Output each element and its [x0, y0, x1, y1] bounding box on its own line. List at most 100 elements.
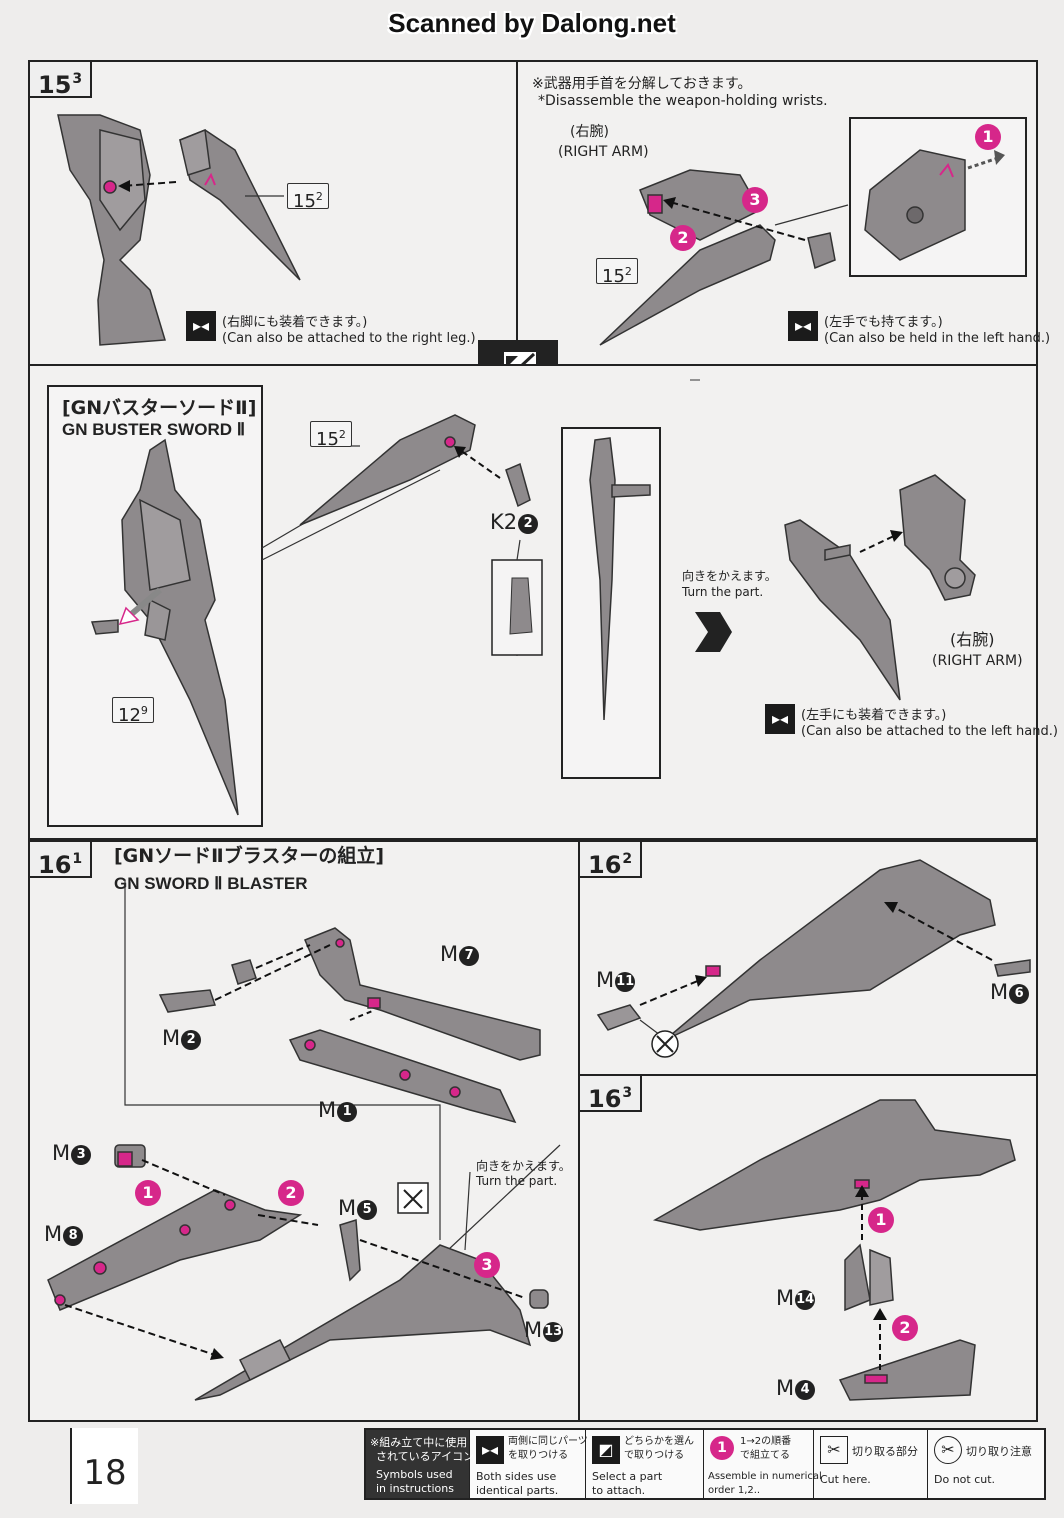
blaster-upper-illustration	[158, 927, 541, 1124]
blaster-assembled-illustration	[596, 859, 1031, 1041]
step-number-16-2: 162	[580, 842, 643, 879]
part-number: 2	[181, 1030, 202, 1050]
k2-part	[505, 462, 531, 508]
legend-both-en-1: Both sides use	[476, 1470, 557, 1483]
sword-with-arm-illustration	[784, 474, 976, 701]
part-number: 7	[459, 946, 480, 966]
order-badge-3: 3	[474, 1252, 500, 1278]
legend-intro: ※組み立て中に使用 されているアイコン Symbols used in inst…	[366, 1430, 474, 1498]
part-number: 1	[337, 1102, 358, 1122]
part-letter: M	[52, 1141, 71, 1165]
part-letter: M	[776, 1376, 795, 1400]
part-number: 11	[615, 972, 636, 992]
turn-part-jp-16-1: 向きをかえます。	[476, 1159, 571, 1173]
cut-here-icon: ✂	[820, 1436, 848, 1464]
blaster-title-en: GN SWORD Ⅱ BLASTER	[114, 874, 308, 893]
ref-main: 15	[316, 429, 339, 450]
step-number-16-1: 161	[30, 842, 93, 879]
note-left-hand-en: (Can also be held in the left hand.)	[824, 331, 1051, 346]
turn-part-en: Turn the part.	[682, 585, 764, 599]
part-letter: M	[338, 1196, 357, 1220]
sword-vertical-illustration	[589, 437, 651, 721]
buster-sword-title-en: GN BUSTER SWORD Ⅱ	[62, 420, 246, 439]
part-letter: M	[524, 1318, 543, 1342]
order-badge-2: 2	[278, 1180, 304, 1206]
ref-sub: 9	[140, 704, 148, 717]
order-badge-2: 2	[892, 1315, 918, 1341]
part-letter: M	[990, 980, 1009, 1004]
order-badge-1: 1	[975, 124, 1001, 150]
blaster-left-half-illustration	[47, 1144, 361, 1311]
note-right-leg-jp: (右脚にも装着できます。)	[222, 315, 368, 330]
legend-cut-en: Cut here.	[820, 1473, 871, 1486]
right-arm-label-jp: (右腕)	[570, 124, 609, 140]
order-badge-3: 3	[742, 187, 768, 213]
order-badge-2: 2	[670, 225, 696, 251]
legend-both-sides: ▸◂ 両側に同じパーツ を取りつける Both sides use identi…	[470, 1430, 588, 1498]
both-sides-icon: ▸◂	[476, 1436, 504, 1464]
part-number: 8	[63, 1226, 84, 1246]
legend-nocut-en: Do not cut.	[934, 1473, 996, 1486]
both-sides-icon: ▸◂	[788, 311, 818, 341]
turn-part-en-16-1: Turn the part.	[476, 1174, 558, 1188]
note-left-hand-attach-en: (Can also be attached to the left hand.)	[801, 724, 1058, 739]
both-sides-icon: ▸◂	[186, 311, 216, 341]
turn-arrow	[695, 612, 732, 652]
legend-select-jp-1: どちらかを選ん	[624, 1436, 694, 1447]
part-number: 5	[357, 1200, 378, 1220]
legend-intro-jp-1: ※組み立て中に使用	[370, 1436, 468, 1449]
legend-do-not-cut: ✂ 切り取り注意 Do not cut.	[928, 1430, 1044, 1498]
note-right-leg-en: (Can also be attached to the right leg.)	[222, 331, 476, 346]
legend-select-en-2: to attach.	[592, 1484, 646, 1497]
right-arm-label-en-middle: (RIGHT ARM)	[932, 653, 1023, 669]
legend-intro-jp-2: されているアイコン	[376, 1450, 475, 1463]
part-letter: M	[596, 968, 615, 992]
ref-main: 15	[293, 191, 316, 212]
disassemble-note-jp: ※武器用手首を分解しておきます。	[532, 76, 752, 92]
legend-order-en-1: Assemble in numerical	[708, 1471, 822, 1482]
page-number: 18	[70, 1428, 138, 1504]
blade-part-15-3-right	[599, 224, 776, 346]
step-main: 16	[38, 851, 72, 879]
assembly-arrow	[121, 181, 177, 187]
ref-label-15-2-right: 152	[596, 258, 638, 287]
blaster-right-half-illustration	[194, 1244, 549, 1401]
legend-intro-en-1: Symbols used	[376, 1468, 453, 1481]
legend-cut: ✂ 切り取る部分 Cut here.	[814, 1430, 928, 1498]
buster-sword-title-jp: [GNバスターソードⅡ]	[62, 397, 257, 419]
ref-sub: 2	[315, 190, 323, 203]
legend-select-en-1: Select a part	[592, 1470, 663, 1483]
step-sub: 2	[622, 851, 633, 867]
disassemble-note-en: *Disassemble the weapon-holding wrists.	[538, 93, 828, 109]
order-icon: 1	[710, 1436, 734, 1460]
ref-label-15-2-middle: 152	[310, 421, 352, 450]
part-letter: M	[44, 1222, 63, 1246]
buster-sword-illustration	[90, 438, 239, 816]
select-part-icon: ◩	[592, 1436, 620, 1464]
blade-part-middle	[299, 414, 476, 526]
wrist-part	[807, 232, 836, 270]
right-arm-label-en: (RIGHT ARM)	[558, 144, 649, 160]
blade-part-15-3	[179, 128, 301, 281]
inset-wrist-detail	[864, 149, 966, 261]
step-main: 16	[588, 1085, 622, 1113]
legend-nocut-jp: 切り取り注意	[966, 1445, 1032, 1458]
order-badge-1: 1	[868, 1207, 894, 1233]
legend-both-en-2: identical parts.	[476, 1484, 559, 1497]
blaster-final-illustration	[652, 1099, 1016, 1401]
ref-label-12-9: 129	[112, 697, 154, 726]
step-sub: 1	[72, 851, 83, 867]
